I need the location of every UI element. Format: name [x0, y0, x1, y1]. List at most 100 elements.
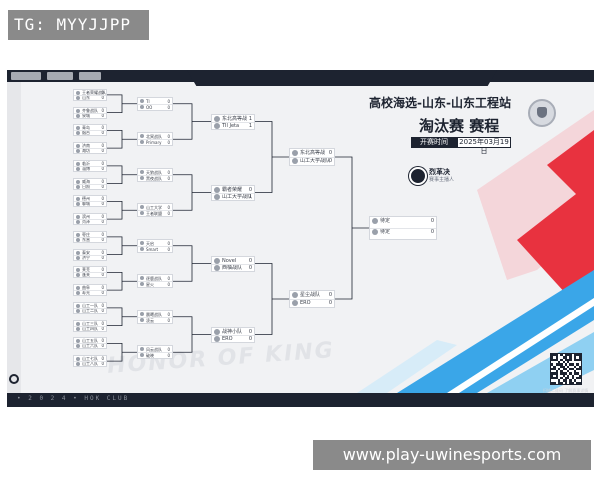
qr-code[interactable] — [550, 353, 582, 385]
slot-divider — [138, 245, 172, 247]
team-name: 青岛 — [82, 125, 90, 131]
team-logo-icon — [76, 149, 80, 154]
team-name: 山工四队 — [82, 325, 98, 331]
team-name: 山工大学 — [146, 205, 162, 211]
team-logo-icon — [214, 122, 220, 129]
team-logo-icon — [140, 169, 144, 174]
team-name: 星火 — [146, 282, 154, 288]
team-logo-icon — [214, 186, 220, 193]
slot-divider — [290, 299, 334, 300]
team-logo-icon — [140, 282, 144, 287]
bottom-watermark[interactable]: www.play-uwinesports.com — [313, 440, 591, 470]
team-logo-icon — [214, 335, 220, 342]
team-logo-icon — [140, 98, 144, 103]
team-name: 凌云 — [146, 317, 154, 323]
team-slot: 凌云 0 — [138, 317, 172, 323]
slot-divider — [212, 263, 254, 265]
slot-divider — [74, 325, 106, 327]
team-logo-icon — [140, 205, 144, 210]
team-score: 0 — [101, 249, 104, 255]
commentator-name: 烈革决 — [429, 168, 450, 176]
team-logo-icon — [76, 232, 80, 237]
team-logo-icon — [76, 237, 80, 242]
team-logo-icon — [76, 250, 80, 255]
team-logo-icon — [76, 321, 80, 326]
team-logo-icon — [214, 115, 220, 122]
slot-divider — [74, 112, 106, 114]
team-score: 0 — [101, 125, 104, 131]
team-name: 霸者荣耀 — [222, 186, 243, 193]
team-score: 0 — [101, 214, 104, 220]
team-logo-icon — [76, 215, 80, 220]
team-score: 0 — [430, 218, 434, 224]
team-logo-icon — [76, 339, 80, 344]
team-logo-icon — [76, 268, 80, 273]
team-logo-icon — [140, 175, 144, 180]
team-score: 0 — [430, 229, 434, 235]
slot-divider — [74, 307, 106, 309]
team-score: 0 — [167, 240, 170, 246]
team-score: 0 — [248, 257, 252, 264]
team-name: Smart — [146, 246, 159, 252]
team-name: 逐鹿战队 — [146, 276, 162, 282]
team-score: 0 — [101, 143, 104, 149]
team-name: 莱芜 — [82, 267, 90, 273]
team-score: 0 — [101, 231, 104, 237]
bottom-bar: • 2 0 2 4 • HOK CLUB — [7, 393, 594, 407]
team-logo-icon — [76, 144, 80, 149]
team-name: 星尘战队 — [300, 292, 321, 298]
slot-divider — [74, 94, 106, 96]
team-score: 0 — [167, 317, 170, 323]
team-score: 0 — [248, 328, 252, 335]
team-score: 0 — [167, 140, 170, 146]
team-score: 0 — [101, 290, 104, 296]
team-logo-icon — [76, 126, 80, 131]
slot-divider — [74, 148, 106, 150]
team-score: 0 — [101, 302, 104, 308]
team-score: 0 — [328, 300, 332, 306]
